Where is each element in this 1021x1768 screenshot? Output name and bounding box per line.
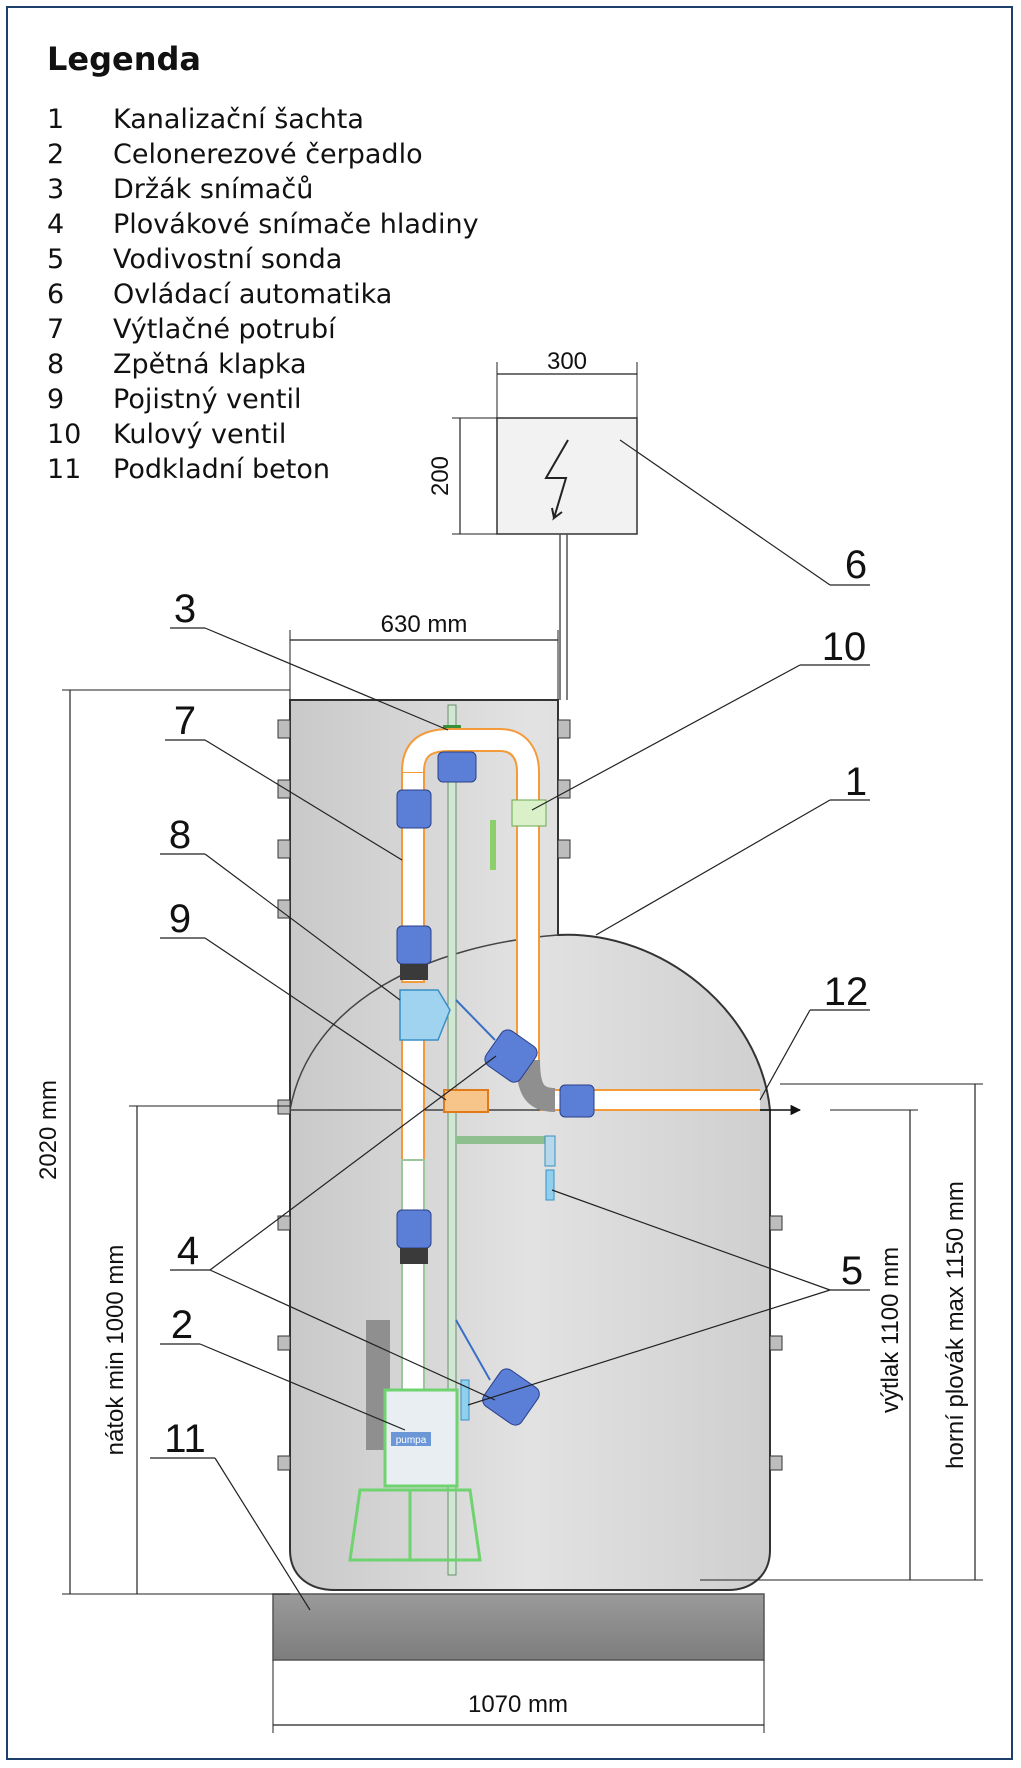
callout-10: 10 bbox=[531, 625, 870, 811]
legend-number: 7 bbox=[47, 314, 65, 345]
legend-label: Celonerezové čerpadlo bbox=[113, 139, 423, 170]
conductivity-probe bbox=[456, 1135, 556, 1201]
pump-badge: pumpa bbox=[396, 1435, 427, 1446]
legend-item: 5 Vodivostní sonda bbox=[47, 244, 479, 279]
outlet-dimension: výtlak 1100 mm bbox=[700, 1109, 918, 1581]
legend-item: 3 Držák snímačů bbox=[47, 174, 479, 209]
upper-float-dimension: horní plovák max 1150 mm bbox=[780, 1083, 983, 1581]
safety-valve bbox=[443, 1089, 489, 1113]
total-height-dimension: 2020 mm bbox=[35, 689, 290, 1595]
legend-label: Plovákové snímače hladiny bbox=[113, 209, 479, 240]
legend-item: 9 Pojistný ventil bbox=[47, 384, 479, 419]
neck-width-label: 630 mm bbox=[381, 611, 468, 638]
legend-item: 10 Kulový ventil bbox=[47, 419, 479, 454]
legend-number: 3 bbox=[47, 174, 65, 205]
legend-label: Výtlačné potrubí bbox=[113, 314, 336, 345]
callout-11: 11 bbox=[150, 1417, 311, 1611]
lightning-icon bbox=[544, 439, 569, 521]
callout-2-label: 2 bbox=[171, 1303, 193, 1347]
legend-number: 1 bbox=[47, 104, 65, 135]
callout-5-label: 5 bbox=[841, 1249, 863, 1293]
callout-10-label: 10 bbox=[822, 625, 867, 669]
callout-8-label: 8 bbox=[169, 813, 191, 857]
legend-label: Zpětná klapka bbox=[113, 349, 307, 380]
total-height-label: 2020 mm bbox=[35, 1080, 62, 1180]
callout-2: 2 bbox=[160, 1303, 406, 1431]
legend-number: 9 bbox=[47, 384, 65, 415]
legend-item: 7 Výtlačné potrubí bbox=[47, 314, 479, 349]
inlet-min-label: nátok min 1000 mm bbox=[102, 1245, 129, 1456]
legend-label: Kulový ventil bbox=[113, 419, 287, 450]
legend-title: Legenda bbox=[47, 40, 201, 78]
inlet-dimension: nátok min 1000 mm bbox=[102, 1105, 290, 1594]
float-switches bbox=[455, 999, 540, 1426]
callout-3-label: 3 bbox=[174, 587, 196, 631]
outlet-label: výtlak 1100 mm bbox=[877, 1247, 904, 1413]
legend-item: 6 Ovládací automatika bbox=[47, 279, 479, 314]
legend-item: 4 Plovákové snímače hladiny bbox=[47, 209, 479, 244]
legend-list: 1 Kanalizační šachta 2 Celonerezové čerpad… bbox=[47, 104, 479, 489]
concrete-base bbox=[272, 1593, 765, 1661]
callout-7: 7 bbox=[165, 699, 403, 861]
upper-float-label: horní plovák max 1150 mm bbox=[942, 1181, 969, 1469]
callout-1-label: 1 bbox=[845, 760, 867, 804]
page-frame bbox=[6, 6, 1013, 1760]
callout-12-label: 12 bbox=[824, 970, 869, 1014]
control-box bbox=[496, 417, 638, 700]
legend-label: Vodivostní sonda bbox=[113, 244, 343, 275]
callout-11-label: 11 bbox=[164, 1417, 206, 1461]
check-valve bbox=[399, 989, 451, 1041]
callout-7-label: 7 bbox=[174, 699, 196, 743]
legend-item: 8 Zpětná klapka bbox=[47, 349, 479, 384]
legend-number: 6 bbox=[47, 279, 65, 310]
legend-label: Držák snímačů bbox=[113, 174, 314, 205]
box-width-label: 300 bbox=[547, 348, 587, 375]
neck-width-dimension: 630 mm bbox=[289, 611, 559, 700]
base-width-label: 1070 mm bbox=[468, 1691, 568, 1718]
callout-1: 1 bbox=[595, 760, 870, 936]
legend-item: 2 Celonerezové čerpadlo bbox=[47, 139, 479, 174]
callout-4: 4 bbox=[170, 1055, 497, 1401]
callout-12: 12 bbox=[759, 970, 870, 1101]
callout-3: 3 bbox=[170, 587, 449, 731]
legend-item: 11 Podkladní beton bbox=[47, 454, 479, 489]
legend-label: Pojistný ventil bbox=[113, 384, 302, 415]
ball-valve bbox=[490, 799, 547, 870]
box-width-dimension: 300 bbox=[496, 348, 638, 418]
legend-number: 11 bbox=[47, 454, 82, 485]
callout-9-label: 9 bbox=[169, 897, 191, 941]
legend-label: Kanalizační šachta bbox=[113, 104, 364, 135]
callout-6-label: 6 bbox=[845, 543, 867, 587]
box-height-label: 200 bbox=[427, 456, 454, 496]
legend-number: 5 bbox=[47, 244, 65, 275]
legend-number: 8 bbox=[47, 349, 65, 380]
base-width-dimension: 1070 mm bbox=[272, 1660, 765, 1733]
legend-label: Podkladní beton bbox=[113, 454, 330, 485]
legend-number: 4 bbox=[47, 209, 65, 240]
callout-6: 6 bbox=[619, 439, 870, 587]
pump: pumpa bbox=[348, 1320, 482, 1562]
legend-label: Ovládací automatika bbox=[113, 279, 393, 310]
pipe-couplings bbox=[396, 751, 595, 1264]
callout-4-label: 4 bbox=[177, 1229, 199, 1273]
box-height-dimension: 200 bbox=[427, 417, 497, 535]
callout-8: 8 bbox=[160, 813, 401, 1001]
callout-5: 5 bbox=[467, 1189, 870, 1406]
callout-9: 9 bbox=[160, 897, 447, 1101]
legend-number: 2 bbox=[47, 139, 65, 170]
legend-item: 1 Kanalizační šachta bbox=[47, 104, 479, 139]
legend-number: 10 bbox=[47, 419, 82, 450]
